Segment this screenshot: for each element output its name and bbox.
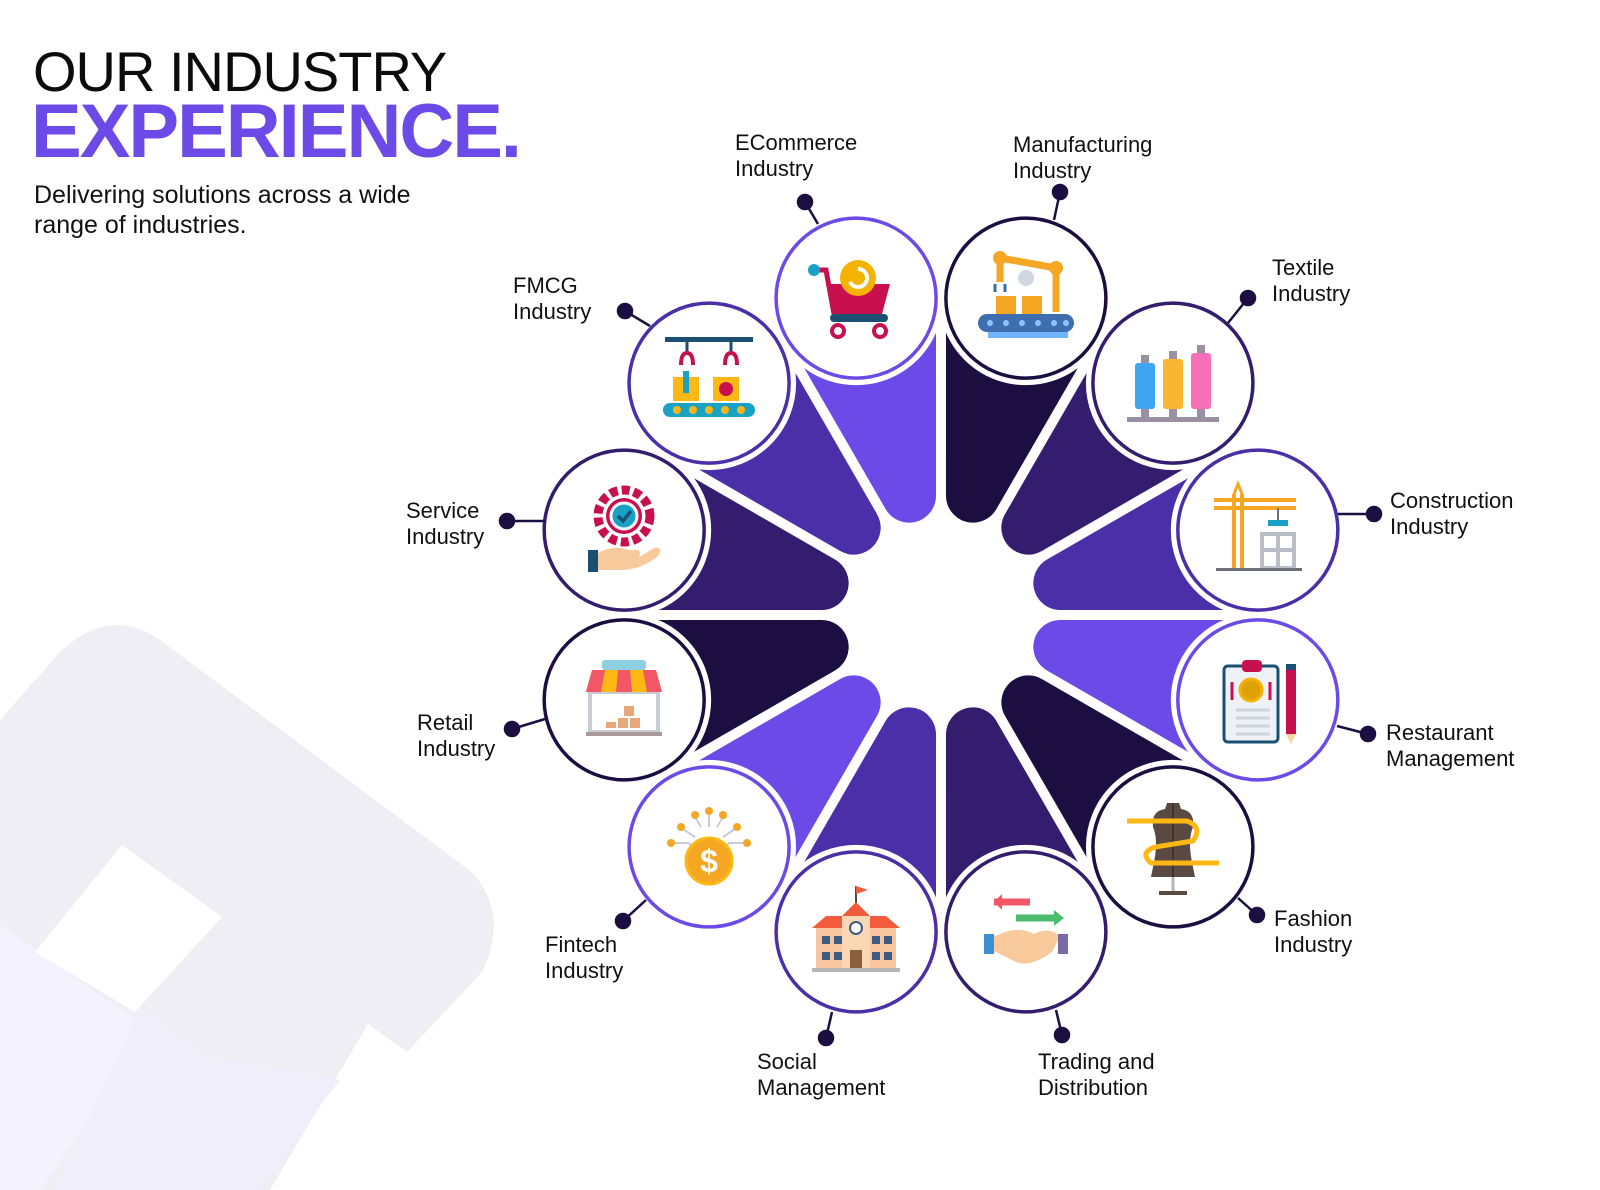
- storefront-icon: [586, 660, 662, 736]
- label-line: Service: [406, 498, 480, 523]
- label-line: Restaurant: [1386, 720, 1494, 745]
- connector-fmcg: [616, 302, 651, 328]
- page-title-line1: OUR INDUSTRY: [33, 40, 447, 103]
- label-line: Industry: [417, 736, 496, 761]
- mannequin-icon: [1127, 803, 1219, 895]
- menu-clipboard-icon: [1222, 660, 1296, 744]
- label-line: Industry: [735, 156, 814, 181]
- label-line: Industry: [406, 524, 485, 549]
- handshake-icon: [984, 894, 1068, 964]
- connector-social: [817, 1011, 835, 1047]
- connector-construction: [1338, 505, 1383, 523]
- label-line: Industry: [1390, 514, 1469, 539]
- label-line: Textile: [1272, 255, 1335, 280]
- label-line: Industry: [545, 958, 624, 983]
- connector-ecommerce: [796, 193, 820, 225]
- connector-retail: [503, 717, 546, 738]
- label-line: Social: [757, 1049, 817, 1074]
- label-line: Trading and: [1038, 1049, 1155, 1074]
- background-shape: [55, 1008, 340, 1190]
- robotic-arm-conveyor-icon: [978, 251, 1074, 338]
- gear-hand-check-icon: [588, 485, 661, 572]
- connector-fintech: [614, 899, 647, 930]
- connector-trading: [1053, 1009, 1071, 1044]
- connector-textile: [1227, 289, 1257, 324]
- shopping-cart-icon: [808, 260, 890, 339]
- label-line: Industry: [513, 299, 592, 324]
- industry-circle-construction: [1176, 448, 1340, 612]
- label-line: Industry: [1013, 158, 1092, 183]
- connector-service: [498, 512, 545, 530]
- page-subtitle: Delivering solutions across a wide range…: [34, 181, 411, 239]
- wheel-segment-fashion: [1001, 675, 1216, 890]
- wheel-segment-fintech: [666, 675, 881, 890]
- label-line: Industry: [1274, 932, 1353, 957]
- label-line: FMCG: [513, 273, 578, 298]
- crane-icon: [1214, 479, 1302, 571]
- label-line: ECommerce: [735, 130, 858, 155]
- label-line: Retail: [417, 710, 474, 735]
- wheel-segment-fmcg: [666, 340, 881, 555]
- label-line: Fashion: [1274, 906, 1353, 931]
- connector-fashion: [1237, 897, 1266, 924]
- dollar-coin-circuit-icon: $: [667, 807, 751, 886]
- connector-manufacturing: [1051, 183, 1069, 221]
- industry-circle-fmcg: [627, 301, 791, 465]
- school-building-icon: [812, 886, 900, 972]
- label-line: Management: [1386, 746, 1515, 771]
- background-cutout: [35, 845, 222, 1012]
- label-line: Manufacturing: [1013, 132, 1153, 157]
- label-line: Construction: [1390, 488, 1514, 513]
- background-shape: [0, 925, 150, 1190]
- label-line: Industry: [1272, 281, 1351, 306]
- label-line: Fintech: [545, 932, 618, 957]
- svg-text:$: $: [700, 843, 718, 879]
- thread-spools-icon: [1127, 345, 1219, 422]
- wheel-segment-textile: [1001, 340, 1216, 555]
- connector-restaurant: [1336, 724, 1377, 743]
- label-line: Management: [757, 1075, 886, 1100]
- label-line: Distribution: [1038, 1075, 1149, 1100]
- packaging-line-icon: [663, 337, 755, 417]
- page-title-line2: EXPERIENCE.: [31, 89, 522, 174]
